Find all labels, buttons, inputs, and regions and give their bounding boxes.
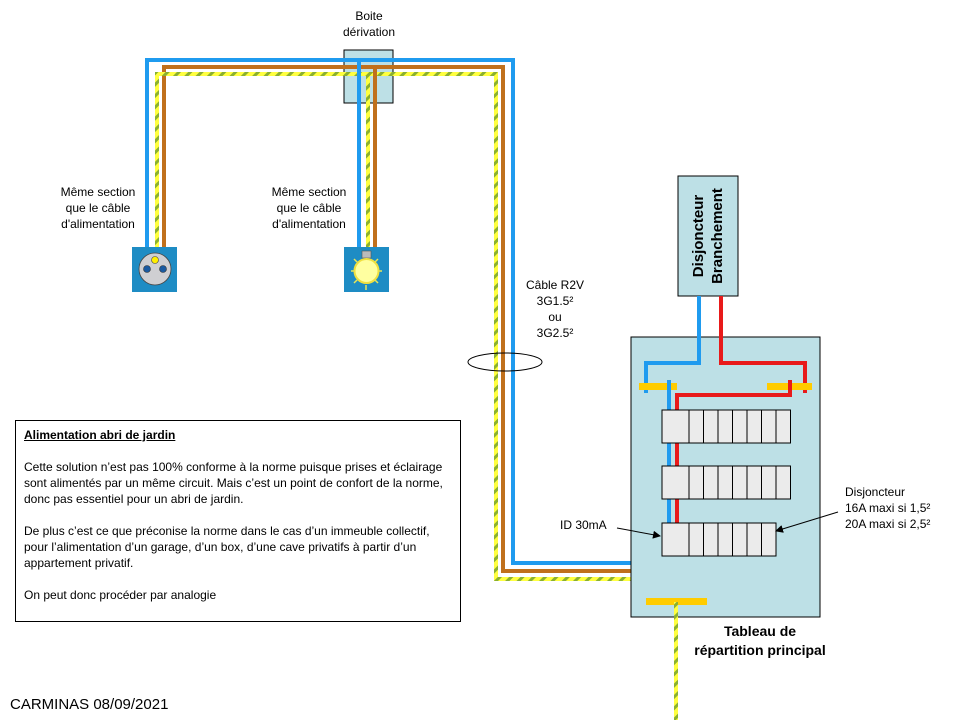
breaker-module [688, 409, 704, 444]
label-line: que le câble [276, 201, 342, 215]
rcd-label: ID 30mA [560, 518, 607, 532]
light-bulb-icon [344, 247, 389, 292]
label-line: répartition principal [694, 642, 826, 658]
breaker-module [717, 409, 733, 444]
breaker-module [761, 522, 777, 557]
breaker-module [761, 409, 777, 444]
breaker-module [703, 465, 719, 500]
note-paragraph: Cette solution n’est pas 100% conforme à… [24, 460, 443, 506]
label-line: Boite [355, 9, 383, 23]
light-cable-note: Même section que le câble d'alimentation [259, 184, 359, 232]
label-line: dérivation [342, 25, 396, 39]
label-line: Câble R2V [525, 278, 585, 292]
breaker-module [717, 465, 733, 500]
breaker-module [703, 522, 719, 557]
breaker-module [703, 409, 719, 444]
label-line: 20A maxi si 2,5² [845, 517, 931, 531]
wire-phase-to-rcd [675, 380, 792, 525]
label-line: que le câble [65, 201, 131, 215]
label-line: 3G2.5² [536, 326, 574, 340]
panel-title: Tableau de répartition principal [672, 622, 848, 660]
label-line: Même section [271, 185, 347, 199]
socket-cable-note: Même section que le câble d'alimentation [48, 184, 148, 232]
neutral-busbar [639, 383, 677, 390]
breaker-module [775, 465, 791, 500]
breaker-module [717, 522, 733, 557]
label-line: d'alimentation [61, 217, 135, 231]
cable-bundle-marker [467, 352, 543, 372]
rcd-breaker-row [661, 522, 777, 557]
label-line: 16A maxi si 1,5² [845, 501, 931, 515]
label-line: Même section [60, 185, 136, 199]
power-socket-icon [132, 247, 177, 292]
breaker-pointer-arrow [775, 511, 839, 533]
rcd-pointer-arrow [616, 527, 661, 539]
main-breaker-box [677, 175, 739, 297]
breaker-module [732, 465, 748, 500]
note-paragraph: De plus c’est ce que préconise la norme … [24, 524, 430, 570]
breaker-module [688, 522, 704, 557]
breaker-module [746, 465, 762, 500]
breaker-row [661, 409, 791, 444]
breaker-module [732, 409, 748, 444]
breaker-module [775, 409, 791, 444]
breaker-module [746, 409, 762, 444]
note-title: Alimentation abri de jardin [24, 428, 176, 442]
breaker-rows [661, 409, 791, 557]
info-note: Alimentation abri de jardin Cette soluti… [15, 420, 461, 622]
label-line: Tableau de [723, 623, 797, 639]
row-head-module [661, 465, 690, 500]
rcd-module [661, 522, 690, 557]
junction-box-label: Boite dérivation [324, 8, 414, 40]
breaker-module [688, 465, 704, 500]
cable-spec-label: Câble R2V 3G1.5² ou 3G2.5² [510, 277, 600, 341]
label-line: d'alimentation [272, 217, 346, 231]
label-line: ou [548, 310, 562, 324]
note-paragraph: On peut donc procéder par analogie [24, 588, 217, 602]
breaker-module [732, 522, 748, 557]
label-line: 3G1.5² [536, 294, 574, 308]
label-line: Disjoncteur [690, 194, 708, 278]
wire-supply-phase [719, 296, 807, 393]
breaker-row [661, 465, 791, 500]
wire-supply-neutral [644, 296, 701, 393]
earth-busbar [646, 598, 707, 605]
breaker-note: Disjoncteur 16A maxi si 1,5² 20A maxi si… [845, 484, 930, 532]
footer-credit: CARMINAS 08/09/2021 [10, 696, 169, 713]
label-line: Disjoncteur [845, 485, 906, 499]
row-head-module [661, 409, 690, 444]
breaker-module [761, 465, 777, 500]
main-breaker-label: Disjoncteur Branchement [677, 176, 739, 296]
breaker-module [746, 522, 762, 557]
label-line: Branchement [709, 188, 727, 284]
